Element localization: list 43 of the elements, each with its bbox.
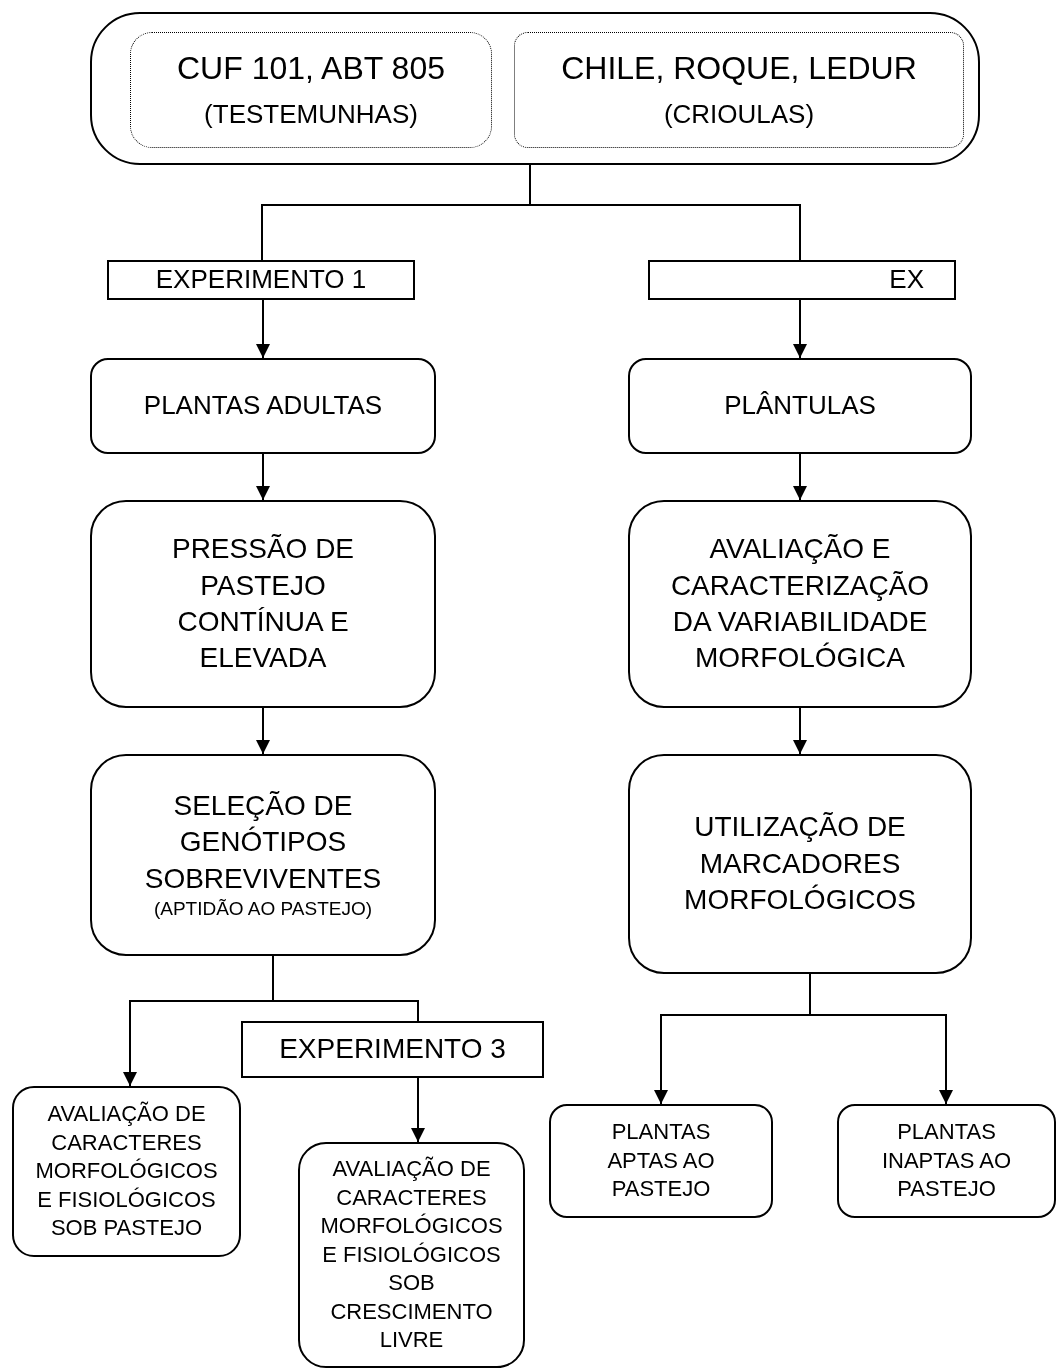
node-text: CUF 101, ABT 805 <box>177 49 445 89</box>
label-box <box>107 260 415 300</box>
connector-line <box>529 164 801 261</box>
arrow <box>256 453 270 501</box>
node-text: SELEÇÃO DE GENÓTIPOS SOBREVIVENTES <box>143 789 383 896</box>
result-box <box>549 1104 773 1218</box>
dotted-box <box>130 32 492 148</box>
node-text: CHILE, ROQUE, LEDUR <box>561 49 917 89</box>
process-box <box>90 358 436 454</box>
connector-line <box>272 955 419 1022</box>
process-box <box>90 754 436 956</box>
node-text: PLANTAS INAPTAS AO PASTEJO <box>880 1118 1013 1204</box>
label-box <box>241 1021 544 1078</box>
node-text: PLÂNTULAS <box>724 389 876 423</box>
node-text: EX <box>889 263 924 297</box>
arrow <box>793 707 807 755</box>
node-text: PLANTAS APTAS AO PASTEJO <box>606 1118 716 1204</box>
node-text: AVALIAÇÃO E CARACTERIZAÇÃO DA VARIABILIDADE MORFOLÓGICA <box>669 532 931 676</box>
arrow <box>793 299 807 359</box>
arrow <box>411 1077 425 1143</box>
arrow <box>256 707 270 755</box>
result-box <box>298 1142 525 1368</box>
process-box <box>90 500 436 708</box>
dotted-box <box>514 32 964 148</box>
node-subtext: (TESTEMUNHAS) <box>204 97 418 131</box>
node-text: UTILIZAÇÃO DE MARCADORES MORFOLÓGICOS <box>683 810 917 918</box>
node-text: PLANTAS ADULTAS <box>143 389 383 423</box>
group-box <box>90 12 980 165</box>
node-text: EXPERIMENTO 1 <box>155 263 367 297</box>
arrow <box>793 453 807 501</box>
process-box <box>628 754 972 974</box>
result-box <box>12 1086 241 1257</box>
process-box <box>628 358 972 454</box>
process-box <box>628 500 972 708</box>
result-box <box>837 1104 1056 1218</box>
label-box <box>648 260 956 300</box>
node-text: PRESSÃO DE PASTEJO CONTÍNUA E ELEVADA <box>170 532 356 676</box>
node-subtext: (APTIDÃO AO PASTEJO) <box>153 897 373 922</box>
node-text: EXPERIMENTO 3 <box>279 1032 506 1067</box>
node-subtext: (CRIOULAS) <box>663 97 815 131</box>
arrow <box>256 299 270 359</box>
node-text: AVALIAÇÃO DE CARACTERES MORFOLÓGICOS E FISIOLÓGICOS SOB PASTEJO <box>34 1100 219 1243</box>
node-text: AVALIAÇÃO DE CARACTERES MORFOLÓGICOS E FISIOLÓGICOS SOB CRESCIMENTO LIVRE <box>319 1154 504 1355</box>
